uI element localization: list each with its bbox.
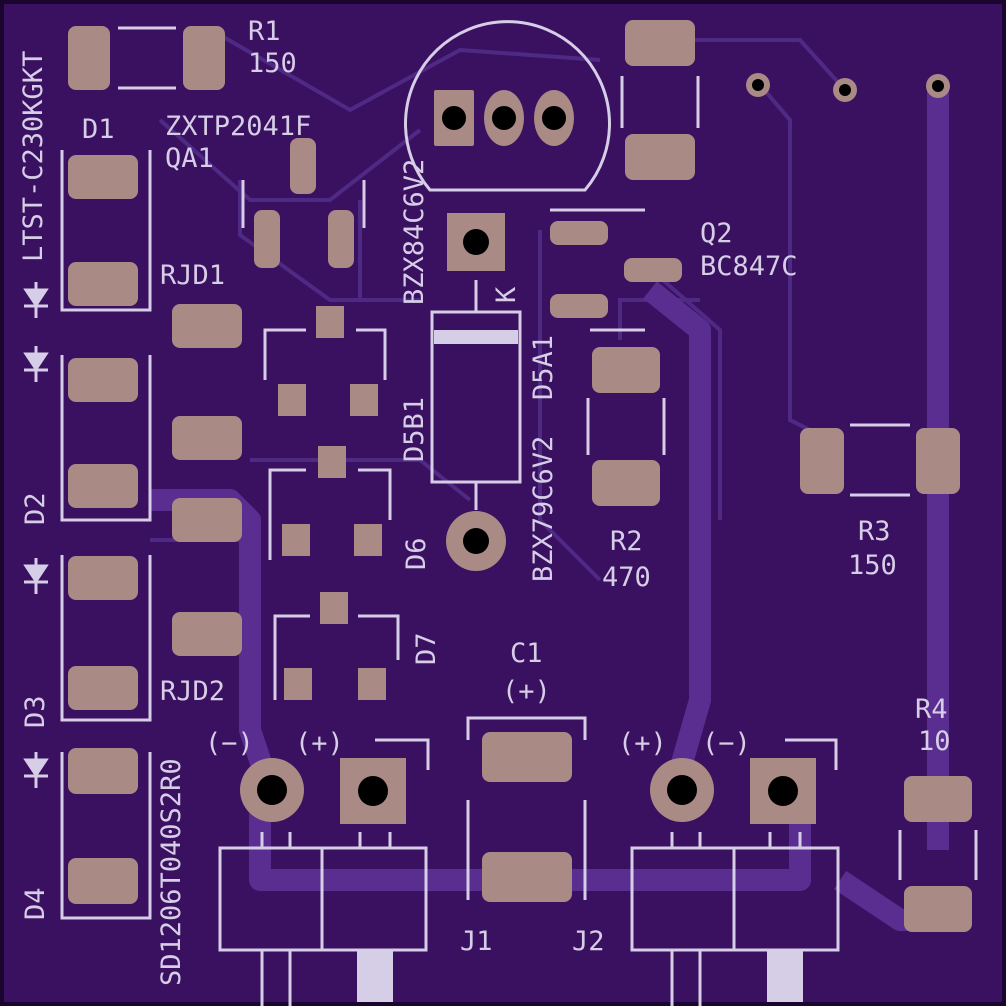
j1-label: J1 xyxy=(460,926,493,957)
r3-ref-label: R3 xyxy=(858,516,891,547)
d7-label: D7 xyxy=(411,632,442,665)
j1-minus-label: (−) xyxy=(205,728,254,759)
qa1-part-label: ZXTP2041F xyxy=(165,111,311,142)
rjd2-resistor[interactable] xyxy=(172,498,242,656)
r1-resistor[interactable] xyxy=(68,26,225,90)
d5a1-part-label: BZX79C6V2 xyxy=(528,436,559,582)
sot23-a[interactable] xyxy=(263,306,387,416)
r4-value-label: 10 xyxy=(918,726,951,757)
r3-value-label: 150 xyxy=(848,550,897,581)
to92-package[interactable] xyxy=(404,20,611,192)
r2-value-label: 470 xyxy=(602,562,651,593)
q2-part-label: BC847C xyxy=(700,251,798,282)
d2-label: D2 xyxy=(20,492,51,525)
r3-resistor[interactable] xyxy=(800,423,960,497)
rjd2-label: RJD2 xyxy=(160,676,225,707)
r4-resistor[interactable] xyxy=(898,776,978,932)
thin-traces xyxy=(150,33,847,582)
d6-label: D6 xyxy=(401,537,432,570)
d4-label: D4 xyxy=(20,887,51,920)
j2-plus-label: (+) xyxy=(618,728,667,759)
d1-led[interactable] xyxy=(60,150,152,312)
d3-diode[interactable] xyxy=(60,555,152,722)
r1-value-label: 150 xyxy=(248,48,297,79)
c1-polarity-label: (+) xyxy=(502,676,551,707)
qa1-label: QA1 xyxy=(165,143,214,174)
j2-minus-label: (−) xyxy=(702,728,751,759)
r2-resistor[interactable] xyxy=(586,347,666,506)
diode-symbols xyxy=(23,282,49,788)
c1-capacitor[interactable] xyxy=(466,716,587,902)
r2-ref-label: R2 xyxy=(610,526,643,557)
q2-label: Q2 xyxy=(700,218,733,249)
j2-label: J2 xyxy=(572,926,605,957)
d5a1-label: D5A1 xyxy=(528,335,559,400)
r1-ref-label: R1 xyxy=(248,16,281,47)
d7-sot23[interactable] xyxy=(273,592,400,700)
qa1-transistor[interactable] xyxy=(241,138,366,268)
d1-label: D1 xyxy=(82,114,115,145)
d3-label: D3 xyxy=(20,695,51,728)
j1-terminal[interactable] xyxy=(218,738,430,1006)
k-marker: K xyxy=(491,286,522,303)
d2-diode[interactable] xyxy=(60,355,152,522)
d5b1-label: D5B1 xyxy=(399,397,430,462)
q2-transistor[interactable] xyxy=(550,208,682,332)
rjd1-resistor[interactable] xyxy=(172,304,242,460)
rjd1-label: RJD1 xyxy=(160,260,225,291)
c1-label: C1 xyxy=(510,638,543,669)
vias xyxy=(746,73,950,102)
d6-sot23[interactable] xyxy=(268,446,392,560)
r4-ref-label: R4 xyxy=(915,694,948,725)
d4-part-label: SD1206T040S2R0 xyxy=(156,758,187,986)
d1-part-label: LTST-C230KGKT xyxy=(18,51,49,262)
d5a1-zener[interactable] xyxy=(430,213,522,571)
j1-plus-label: (+) xyxy=(295,728,344,759)
top-right-capacitor[interactable] xyxy=(620,20,700,180)
d4-diode[interactable] xyxy=(60,748,152,920)
d5b1-part-label: BZX84C6V2 xyxy=(399,159,430,305)
j2-terminal[interactable] xyxy=(630,738,840,1006)
